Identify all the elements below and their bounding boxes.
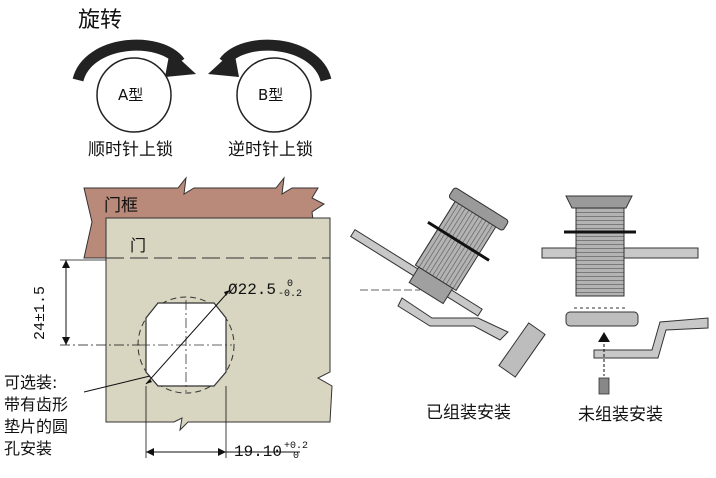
frame-panel (60, 176, 333, 458)
unassembled-up-arrow-icon (598, 332, 610, 342)
option-note-leader (83, 375, 151, 393)
diameter-arrow2-icon (146, 379, 152, 384)
option-note: 可选装: 带有齿形 垫片的圆 孔安装 (4, 372, 68, 460)
rotation-title: 旋转 (78, 8, 123, 33)
type-a-caption: 顺时针上锁 (88, 140, 173, 160)
door-label: 门 (130, 236, 147, 255)
unassembled-screw (598, 377, 610, 395)
option-note-line-2: 带有齿形 (4, 395, 69, 414)
assembled-lock-head (448, 187, 509, 231)
clockwise-arrowhead-icon (165, 50, 196, 77)
type-a-circle (96, 57, 172, 133)
unassembled-nut (565, 311, 639, 327)
type-a-group (72, 39, 196, 133)
width-dim-value: 19.10 (234, 443, 283, 462)
assembled-lock-tail (408, 266, 454, 305)
hole-diameter-value: Ø22.5 (228, 281, 277, 300)
type-a-label: A型 (118, 86, 144, 104)
height-arrow-top-icon (62, 260, 70, 268)
width-tol-upper: +0.2 (284, 441, 309, 452)
type-b-label: B型 (258, 86, 284, 104)
assembled-panel-line (427, 220, 490, 262)
diameter-arrow-icon (224, 290, 230, 296)
unassembled-lock-head (565, 195, 633, 209)
unassembled-cam-arm (593, 317, 709, 359)
assembled-nut (498, 322, 546, 378)
hole-diameter-label: Ø22.5 0-0.2 (228, 280, 302, 300)
height-arrow-bottom-icon (62, 337, 70, 345)
hole-tol-upper: 0 (287, 279, 294, 290)
hole-tol-lower: -0.2 (278, 289, 303, 300)
width-tol-lower: 0 (293, 451, 300, 462)
unassembled-lock-body (575, 207, 625, 297)
type-b-circle (236, 57, 312, 133)
assembled-install-drawing (350, 187, 509, 317)
assembled-install-caption: 已组装安装 (426, 403, 511, 423)
width-arrow-right-icon (218, 448, 226, 456)
assembled-cam-arm (397, 297, 509, 341)
type-b-group (208, 39, 332, 133)
type-b-caption: 逆时针上锁 (228, 140, 313, 160)
counterclockwise-arrowhead-icon (208, 50, 239, 77)
unassembled-install-drawing (541, 195, 709, 395)
width-arrow-left-icon (146, 448, 154, 456)
option-note-line-4: 孔安装 (4, 439, 53, 458)
unassembled-install-caption: 未组装安装 (578, 405, 663, 425)
diameter-leader (145, 289, 231, 385)
option-note-line-3: 垫片的圆 (4, 417, 69, 436)
frame-label: 门框 (104, 196, 138, 216)
height-dimension: 24±1.5 (32, 285, 49, 340)
option-note-line-1: 可选装: (4, 373, 58, 392)
